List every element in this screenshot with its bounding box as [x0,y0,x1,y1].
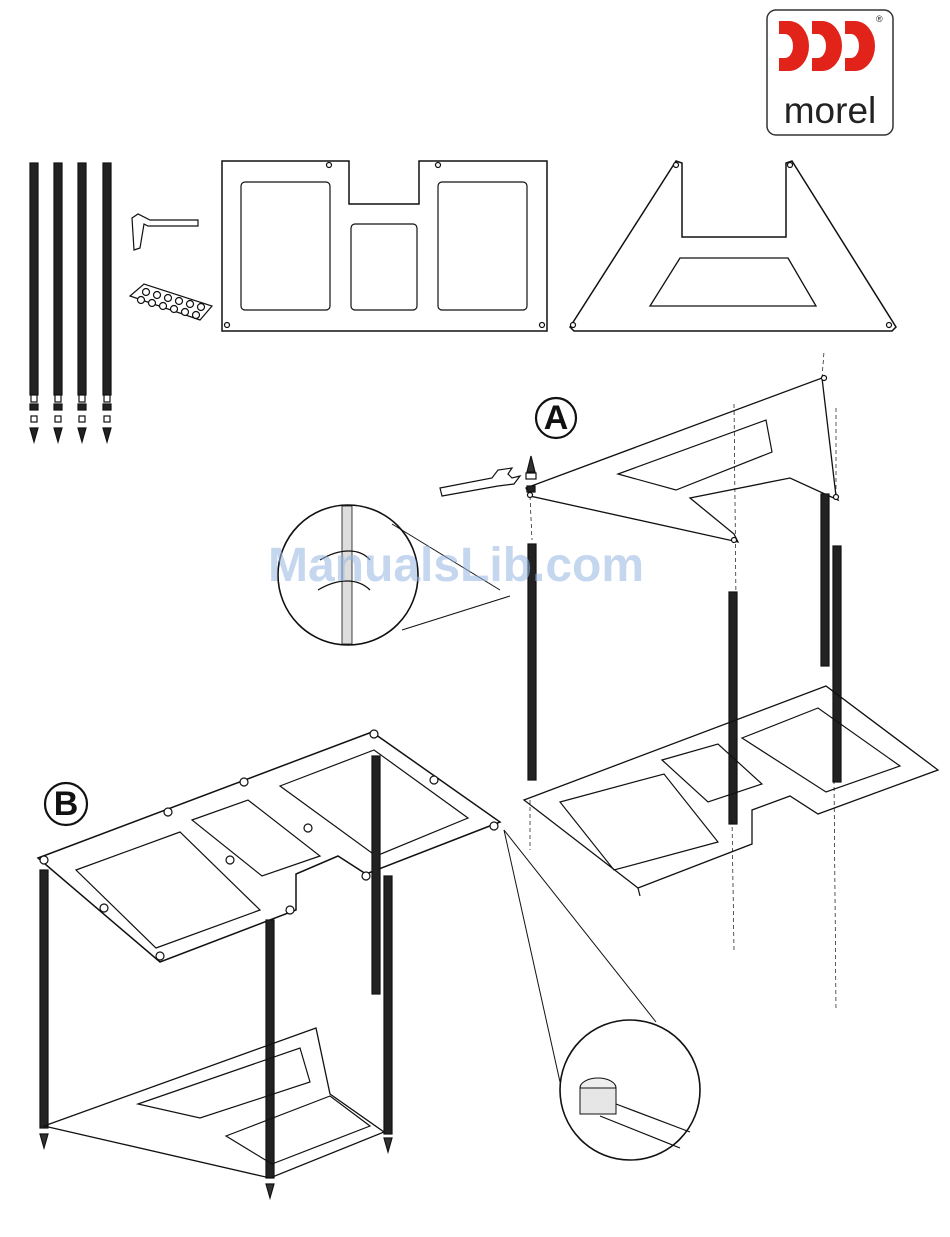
watermark-text: ManualsLib.com [268,538,644,593]
detail-circle-b [504,830,700,1160]
base-plate-icon [570,161,896,331]
step-b-rods [40,756,392,1198]
hex-key-icon [132,214,198,250]
step-b-base-plate [44,1028,384,1178]
spike-icon [526,456,536,492]
wrench-icon [440,468,520,496]
rod-icon [30,163,111,442]
rubber-pads-icon [130,284,212,320]
top-plate-icon [222,161,547,331]
step-a-label: A [536,401,576,435]
step-b-label: B [45,787,87,821]
